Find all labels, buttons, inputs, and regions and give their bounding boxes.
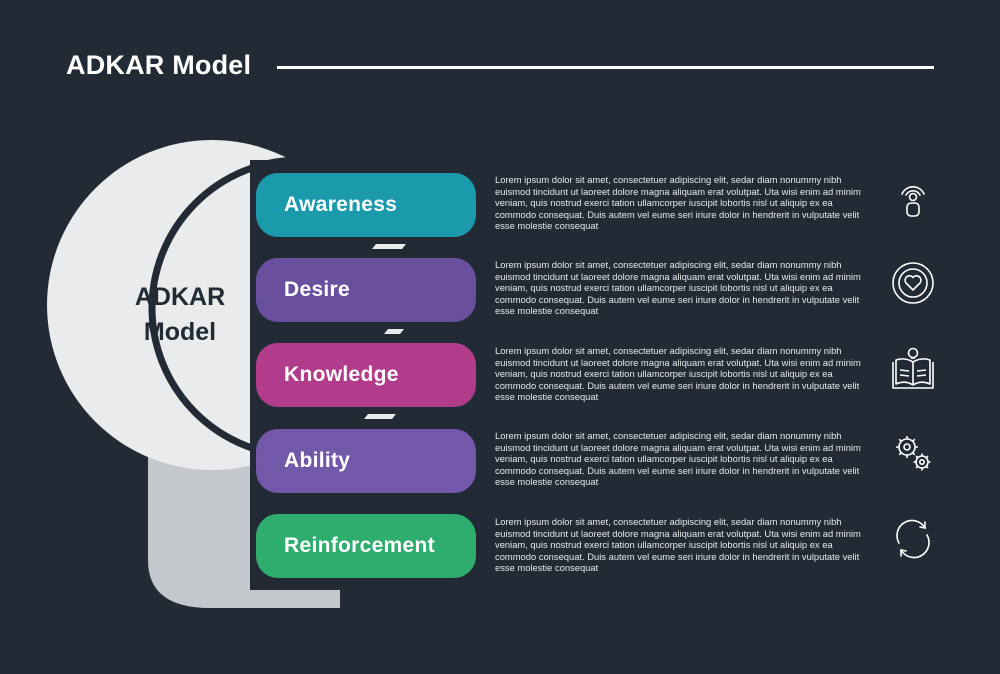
center-label: ADKAR Model [110, 280, 250, 350]
title-divider [277, 66, 934, 69]
center-label-line2: Model [143, 318, 217, 346]
person-signal-icon [890, 176, 936, 222]
step-awareness: Awareness [256, 173, 476, 237]
desire-description: Lorem ipsum dolor sit amet, consectetuer… [495, 259, 861, 317]
cycle-arrows-icon [890, 516, 936, 562]
gears-icon [890, 430, 936, 476]
open-book-bulb-icon [890, 346, 936, 392]
step-knowledge: Knowledge [256, 343, 476, 407]
step-desire: Desire [256, 258, 476, 322]
step-reinforcement: Reinforcement [256, 514, 476, 578]
step-ability: Ability [256, 429, 476, 493]
adkar-diagram: ADKAR Model Awareness Desire Knowledge A… [47, 140, 476, 608]
center-label-line1: ADKAR [134, 283, 226, 311]
reinforcement-description: Lorem ipsum dolor sit amet, consectetuer… [495, 516, 861, 574]
knowledge-description: Lorem ipsum dolor sit amet, consectetuer… [495, 345, 861, 403]
ability-description: Lorem ipsum dolor sit amet, consectetuer… [495, 430, 861, 488]
awareness-description: Lorem ipsum dolor sit amet, consectetuer… [495, 174, 861, 232]
inner-arc [148, 156, 301, 460]
page-title: ADKAR Model [66, 50, 252, 80]
heart-circle-icon [890, 260, 936, 306]
connector-dashes [364, 244, 406, 419]
